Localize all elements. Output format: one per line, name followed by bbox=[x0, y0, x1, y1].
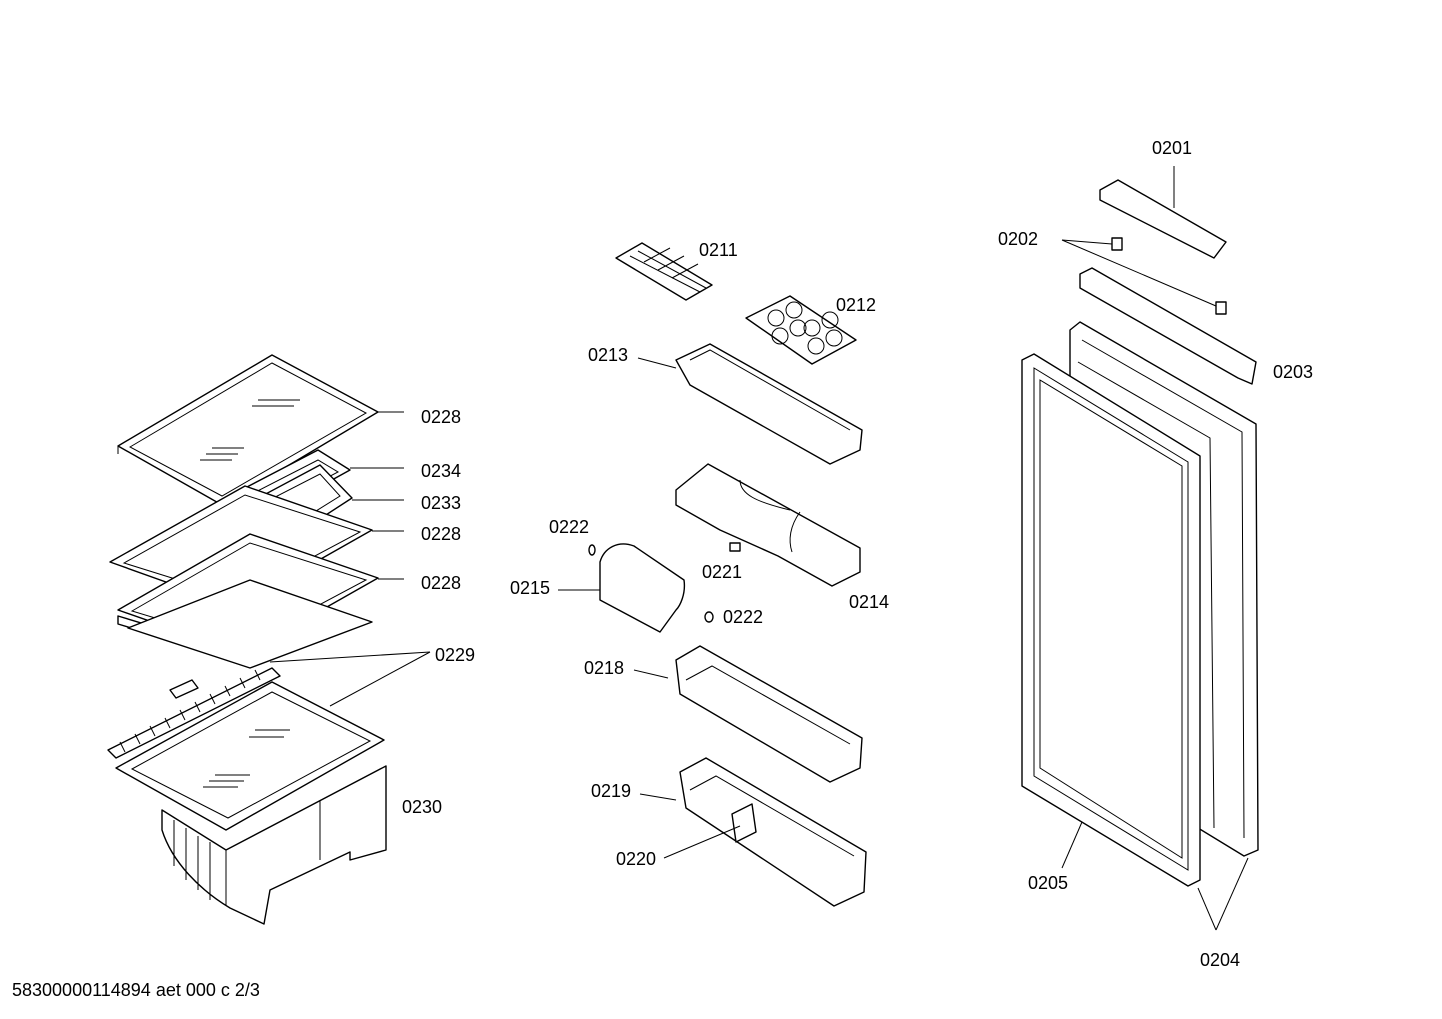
hinge-cover-0201 bbox=[1099, 179, 1227, 259]
callout-0221: 0221 bbox=[702, 562, 742, 582]
callout-0222-lower: 0222 bbox=[723, 607, 763, 627]
leader-0229-b bbox=[329, 651, 431, 707]
leader-0202-a bbox=[1061, 239, 1113, 245]
callout-0228-top: 0228 bbox=[421, 407, 461, 427]
ice-tray-0211 bbox=[615, 242, 713, 301]
callout-0228-low: 0228 bbox=[421, 573, 461, 593]
callout-0205: 0205 bbox=[1028, 873, 1068, 893]
door-bin-0213 bbox=[675, 343, 863, 465]
callout-0234: 0234 bbox=[421, 461, 461, 481]
leader-0213 bbox=[637, 357, 677, 369]
leader-0202-b bbox=[1061, 239, 1217, 307]
callout-0233: 0233 bbox=[421, 493, 461, 513]
callout-0219: 0219 bbox=[591, 781, 631, 801]
leader-0205 bbox=[1061, 821, 1083, 869]
leader-0219 bbox=[639, 793, 677, 801]
callout-0220: 0220 bbox=[616, 849, 656, 869]
washer-0222-lower bbox=[704, 611, 714, 623]
screw-0202-right bbox=[1215, 301, 1227, 315]
callout-0229: 0229 bbox=[435, 645, 475, 665]
callout-0213: 0213 bbox=[588, 345, 628, 365]
callout-0214: 0214 bbox=[849, 592, 889, 612]
door-bin-0218 bbox=[675, 645, 863, 783]
screw-0221 bbox=[729, 542, 741, 552]
hinge-bracket-0203 bbox=[1079, 267, 1257, 385]
leader-0204-a bbox=[1197, 887, 1217, 931]
egg-tray-0212 bbox=[745, 295, 857, 365]
callout-0203: 0203 bbox=[1273, 362, 1313, 382]
callout-0218: 0218 bbox=[584, 658, 624, 678]
drawing-reference-number: 58300000114894 aet 000 c 2/3 bbox=[12, 980, 260, 1000]
callout-0201: 0201 bbox=[1152, 138, 1192, 158]
callout-0204: 0204 bbox=[1200, 950, 1240, 970]
glass-cover-0229 bbox=[107, 667, 385, 831]
leader-0229-a bbox=[269, 651, 431, 663]
door-gasket-0205 bbox=[1021, 353, 1201, 887]
shelf-top-0228 bbox=[117, 354, 379, 506]
callout-0222-upper: 0222 bbox=[549, 517, 589, 537]
screw-0202-left bbox=[1111, 237, 1123, 251]
callout-0230: 0230 bbox=[402, 797, 442, 817]
callout-0211: 0211 bbox=[699, 240, 738, 260]
callout-0215: 0215 bbox=[510, 578, 550, 598]
callout-0202: 0202 bbox=[998, 229, 1038, 249]
leader-0204-b bbox=[1215, 857, 1249, 931]
clip-0229 bbox=[169, 679, 199, 699]
callout-0228-mid: 0228 bbox=[421, 524, 461, 544]
dairy-compartment-0214 bbox=[675, 463, 861, 587]
leader-0218 bbox=[633, 669, 669, 679]
door-bin-0219 bbox=[679, 757, 867, 907]
lid-0215 bbox=[599, 543, 686, 633]
washer-0222-upper bbox=[588, 544, 596, 556]
shelf-bottom-0228 bbox=[127, 579, 373, 669]
divider-0220 bbox=[731, 803, 757, 843]
leader-0220 bbox=[663, 825, 741, 859]
crisper-drawer-0230 bbox=[161, 765, 387, 925]
callout-0212: 0212 bbox=[836, 295, 876, 315]
